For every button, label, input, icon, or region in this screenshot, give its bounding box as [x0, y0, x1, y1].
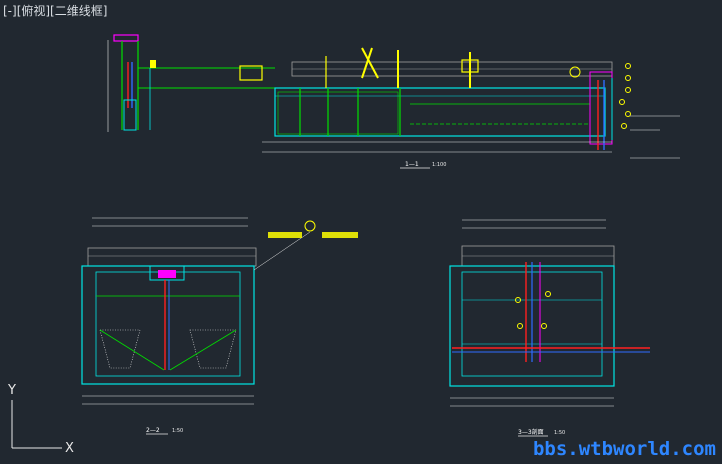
ucs-x-label: X: [65, 441, 74, 456]
section-2-title: 2—2: [146, 427, 160, 434]
section-3-drawing: 3—3剖面 1:50: [449, 219, 650, 437]
viewport-label[interactable]: [-][俯视][二维线框]: [3, 4, 108, 18]
ucs-icon: Y X: [7, 383, 74, 456]
watermark: bbs.wtbworld.com: [532, 438, 716, 460]
section-3-title: 3—3剖面: [518, 428, 544, 436]
section-1-scale: 1:100: [432, 162, 446, 168]
section-2-drawing: 2—2 1:50: [81, 217, 358, 435]
section-1-title: 1—1: [405, 161, 419, 168]
section-2-scale: 1:50: [172, 428, 183, 434]
ucs-y-label: Y: [7, 383, 16, 398]
section-1-drawing: 1—1 1:100: [107, 34, 680, 169]
section-3-scale: 1:50: [554, 430, 565, 436]
